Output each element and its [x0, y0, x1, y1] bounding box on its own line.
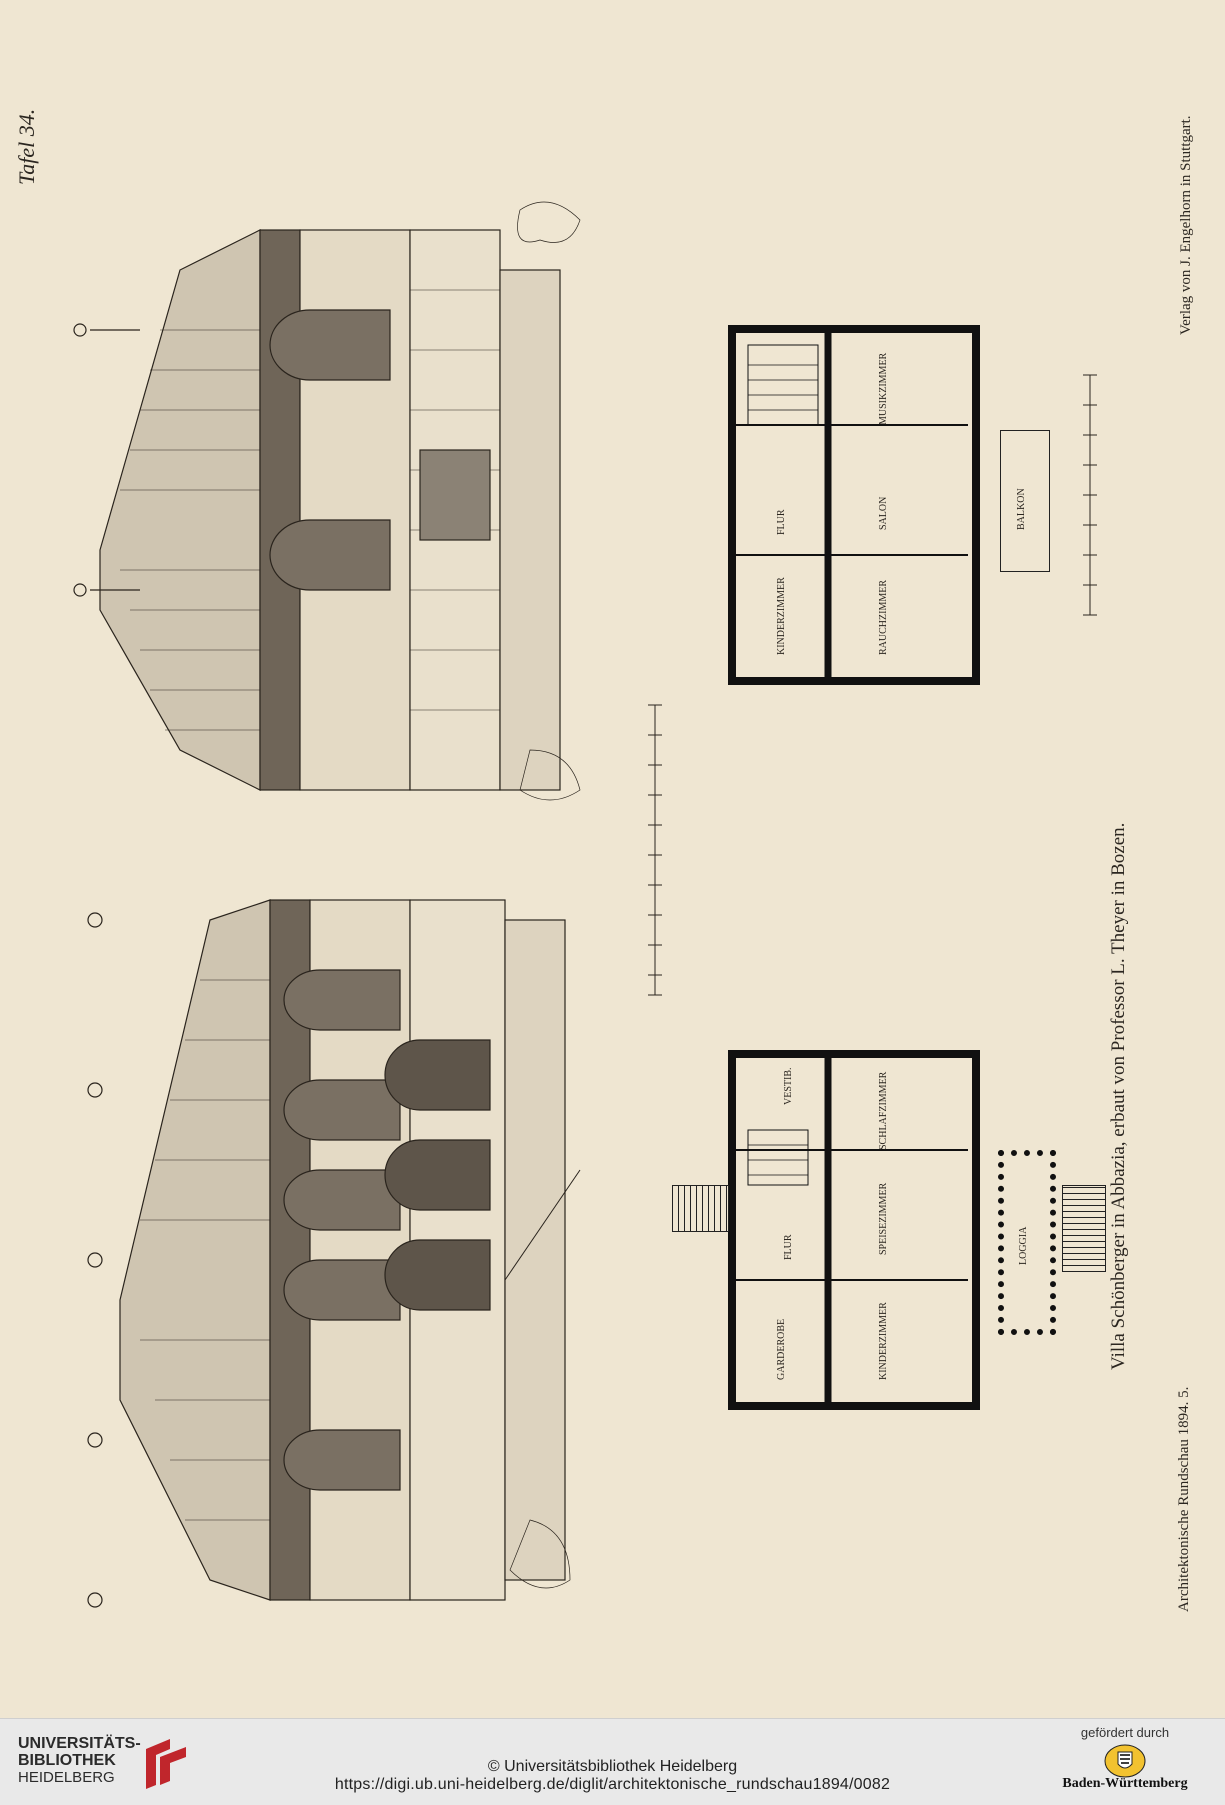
room-label-garderobe: GARDEROBE — [776, 1318, 787, 1380]
room-label-musikzimmer: MUSIKZIMMER — [878, 352, 889, 425]
room-label-speisezimmer: SPEISEZIMMER — [878, 1182, 889, 1255]
plate-caption: Villa Schönberger in Abbazia, erbaut von… — [1108, 822, 1129, 1370]
room-label-loggia: LOGGIA — [1018, 1226, 1029, 1265]
publisher-line: Verlag von J. Engelhorn in Stuttgart. — [1178, 115, 1194, 335]
floorplan-upper: FLUR SALON MUSIKZIMMER RAUCHZIMMER KINDE… — [728, 325, 980, 685]
footer-bar: UNIVERSITÄTS- BIBLIOTHEK HEIDELBERG © Un… — [0, 1718, 1225, 1805]
plate-number: Tafel 34. — [14, 108, 39, 185]
source-url[interactable]: https://digi.ub.uni-heidelberg.de/diglit… — [334, 1776, 891, 1793]
copyright-line: © Universitätsbibliothek Heidelberg — [487, 1758, 738, 1775]
room-label-kinderzimmer: KINDERZIMMER — [776, 577, 787, 655]
journal-reference: Architektonische Rundschau 1894. 5. — [1176, 1386, 1192, 1612]
library-name: UNIVERSITÄTS- BIBLIOTHEK HEIDELBERG — [18, 1735, 141, 1786]
funder-block: gefördert durch Baden-Württemberg — [1045, 1725, 1205, 1801]
plate-page: Tafel 34. Verlag von J. Engelhorn in Stu… — [14, 108, 1194, 1612]
library-logo[interactable]: UNIVERSITÄTS- BIBLIOTHEK HEIDELBERG — [18, 1735, 198, 1795]
funded-by-label: gefördert durch — [1080, 1725, 1170, 1740]
room-label-kinderzimmer-lower: KINDERZIMMER — [878, 1302, 889, 1380]
scale-bar-middle — [648, 704, 662, 996]
library-logo-icon — [146, 1739, 186, 1789]
funder-name: Baden-Württemberg — [1062, 1776, 1188, 1791]
room-label-vestibuel: VESTIB. — [783, 1067, 794, 1106]
scale-bar-right — [1083, 374, 1097, 616]
baden-wuerttemberg-crest-icon — [1104, 1744, 1146, 1778]
balcony-outline — [1000, 430, 1050, 572]
room-label-salon: SALON — [878, 496, 889, 530]
room-label-balkon: BALKON — [1016, 488, 1027, 530]
room-label-rauchzimmer: RAUCHZIMMER — [878, 579, 889, 655]
room-label-flur: FLUR — [776, 509, 787, 535]
loggia-outline — [998, 1150, 1056, 1335]
loggia-stairs — [1062, 1185, 1106, 1272]
elevation-drawing-lower — [87, 899, 581, 1608]
entry-stairs-left — [672, 1185, 729, 1232]
elevation-drawing-upper — [73, 201, 581, 801]
floorplan-lower: VESTIB. FLUR SPEISEZIMMER SCHLAFZIMMER K… — [728, 1050, 980, 1410]
room-label-schlafzimmer: SCHLAFZIMMER — [878, 1071, 889, 1150]
room-label-flur-lower: FLUR — [783, 1234, 794, 1260]
